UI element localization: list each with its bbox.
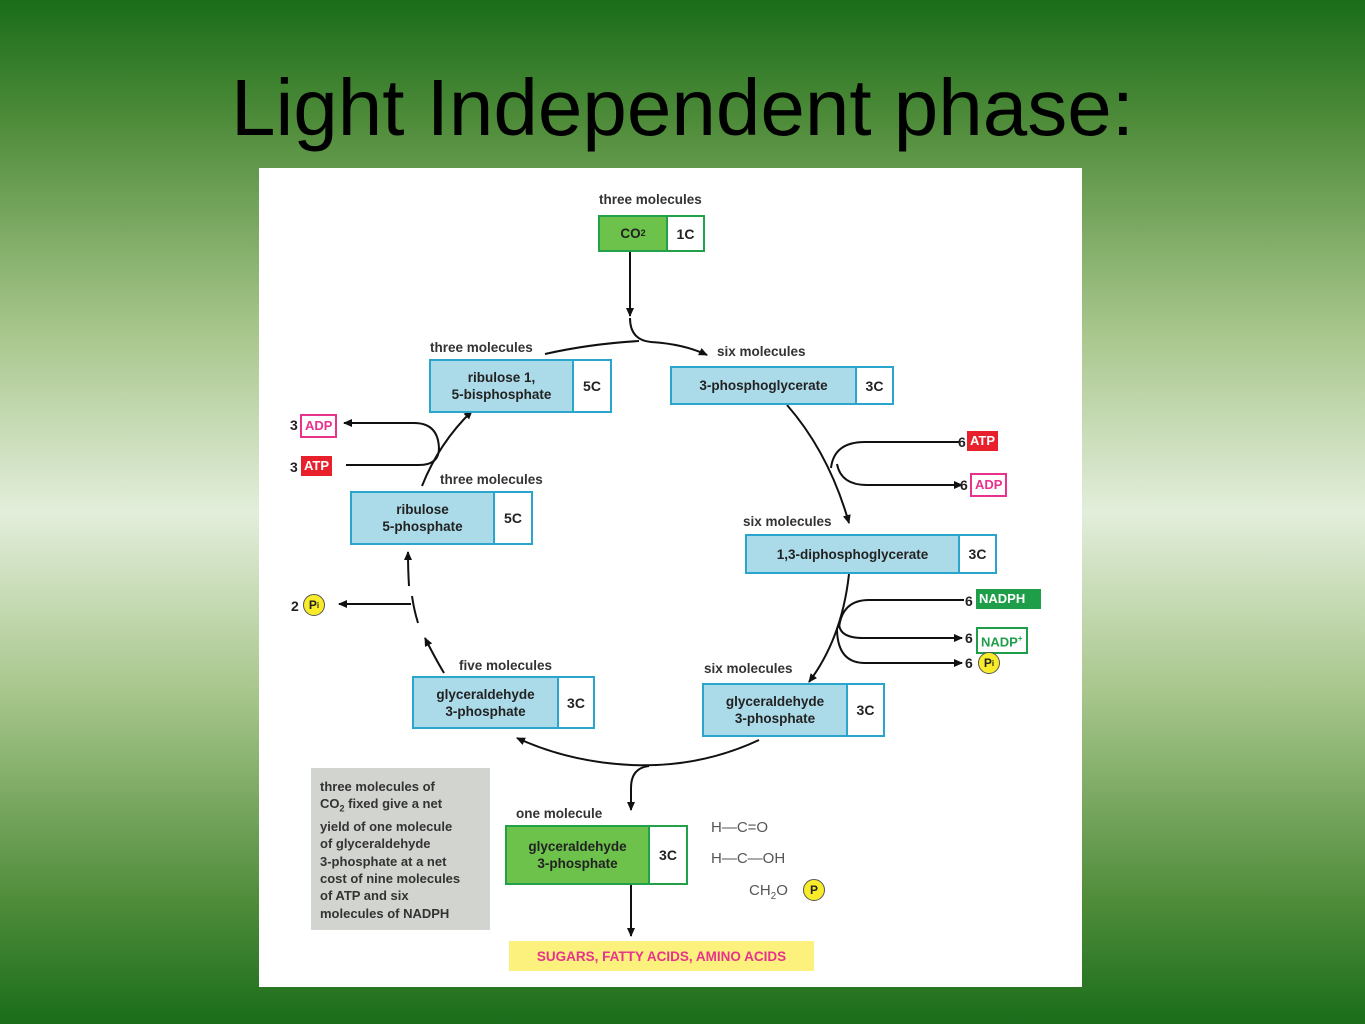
pga-box: 3-phosphoglycerate 3C — [670, 366, 894, 405]
arc-pga-to-dpg — [786, 404, 851, 524]
formula-row1: H—C=O — [711, 819, 769, 836]
atp-right-tag: ATP — [967, 431, 999, 451]
dpg-carbons: 3C — [968, 546, 987, 562]
co2-count-label: three molecules — [599, 192, 702, 207]
nadph-tag: NADPH — [976, 589, 1041, 609]
adp-out-line-right — [836, 463, 963, 489]
g3p-left-count-label: five molecules — [459, 658, 553, 673]
arc-g3p-to-r5p-1 — [424, 637, 445, 674]
adp-right-tag: ADP — [970, 473, 1008, 497]
atp-in-line-left — [346, 447, 440, 466]
atp-in-line-right — [830, 441, 959, 469]
co2-merge-arrow — [629, 317, 708, 356]
cycle-arrows — [338, 252, 964, 937]
arc-dpg-to-g3p — [808, 573, 850, 683]
formula-phosphate-icon: P — [803, 879, 825, 901]
adp-out-line-left — [343, 419, 440, 451]
dpg-name: 1,3-diphosphoglycerate — [747, 536, 960, 572]
arc-r5p-to-rubp — [421, 410, 473, 487]
g3p-out-count-label: one molecule — [516, 806, 603, 821]
g3p-right-carbons: 3C — [856, 702, 875, 718]
pga-name: 3-phosphoglycerate — [672, 368, 857, 403]
dpg-count-label: six molecules — [743, 514, 832, 529]
co2-carbons: 1C — [676, 225, 695, 242]
nadph-in-line — [838, 599, 964, 629]
pi-out-line-right — [836, 627, 963, 667]
atp-right-count: 6 — [958, 434, 966, 450]
pi-right-count: 6 — [965, 655, 973, 671]
adp-left-count: 3 — [290, 417, 298, 433]
g3p-left-carbons: 3C — [567, 694, 585, 711]
adp-right-count: 6 — [960, 477, 968, 493]
nadp-out-line — [838, 622, 963, 642]
net-yield-note: three molecules of CO2 fixed give a net … — [311, 768, 490, 930]
nadp-count: 6 — [965, 630, 973, 646]
rubp-carbons: 5C — [583, 378, 601, 394]
rubp-name: ribulose 1,5-bisphosphate — [431, 361, 574, 411]
arc-bottom — [516, 737, 760, 767]
formula-row2: H—C—OH — [711, 850, 786, 867]
output-branch — [627, 765, 650, 811]
pga-count-label: six molecules — [717, 344, 806, 359]
g3p-out-carbons: 3C — [659, 847, 677, 863]
g3p-right-count-label: six molecules — [704, 661, 793, 676]
nadph-count: 6 — [965, 593, 973, 609]
r5p-carbons: 5C — [504, 510, 522, 526]
arc-g3p-to-r5p-2 — [411, 595, 419, 624]
r5p-count-label: three molecules — [440, 472, 543, 487]
atp-left-count: 3 — [290, 459, 298, 475]
arc-g3p-to-r5p-3 — [404, 551, 413, 587]
rubp-count-label: three molecules — [430, 340, 533, 355]
cycle-arc-top — [544, 340, 640, 355]
slide-title: Light Independent phase: — [230, 63, 1134, 152]
pi-left-count: 2 — [291, 598, 299, 614]
nadp-tag: NADP+ — [976, 627, 1028, 655]
adp-left-tag: ADP — [300, 414, 338, 438]
formula-row3: CH2O — [749, 882, 788, 902]
rubp-box: ribulose 1,5-bisphosphate 5C — [429, 359, 612, 413]
atp-left-tag: ATP — [301, 456, 333, 476]
pga-carbons: 3C — [865, 377, 884, 394]
products-label: SUGARS, FATTY ACIDS, AMINO ACIDS — [509, 941, 814, 971]
dpg-box: 1,3-diphosphoglycerate 3C — [745, 534, 997, 574]
